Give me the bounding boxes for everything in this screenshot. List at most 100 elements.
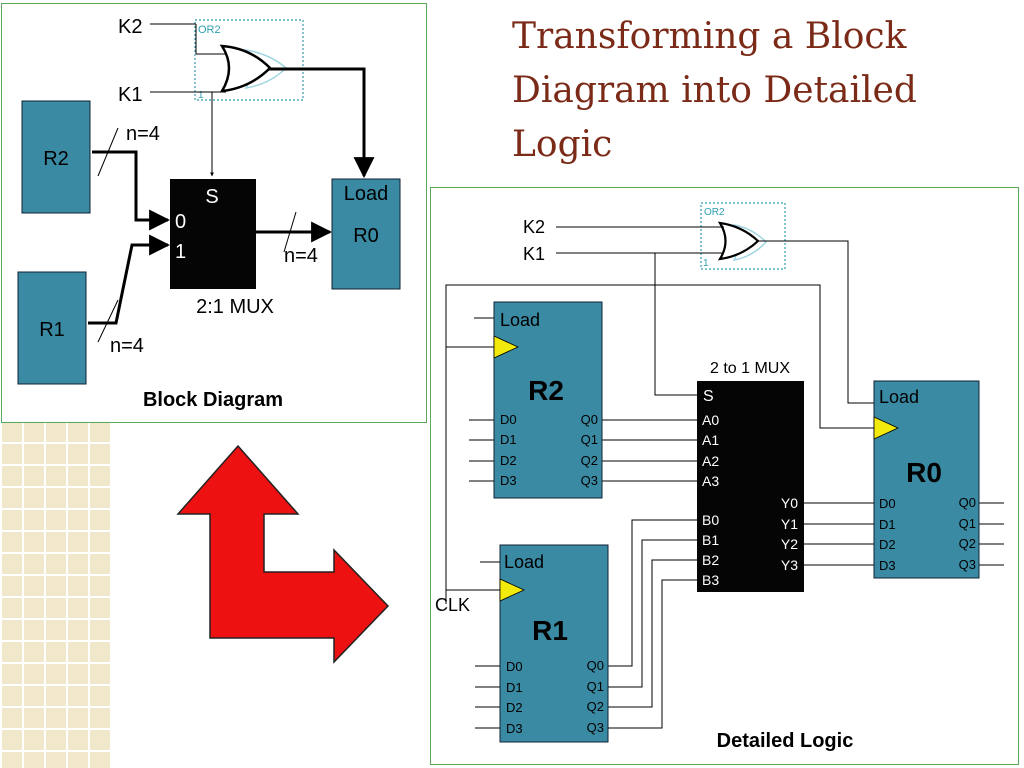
or-gate: OR2 1 xyxy=(194,19,304,101)
or-gate-body xyxy=(219,44,272,93)
detail-register-r1-box xyxy=(499,544,609,743)
r0-d3: D3 xyxy=(879,558,896,573)
detail-register-r1: Load R1 D0 D1 D2 D3 Q0 Q1 Q2 Q3 xyxy=(499,544,609,743)
r2-d1: D1 xyxy=(500,432,517,447)
register-r2-block: R2 xyxy=(21,100,91,214)
detail-wires xyxy=(445,226,1004,729)
detail-register-r2-box xyxy=(493,301,603,499)
r1-bus-slash xyxy=(97,299,119,343)
r1-q0: Q0 xyxy=(587,658,604,673)
mux-b0: B0 xyxy=(702,512,719,528)
detail-or-gate-frame xyxy=(700,202,786,270)
detail-load-wire xyxy=(758,240,874,404)
clock-label: CLK xyxy=(435,595,470,615)
r0-d1: D1 xyxy=(879,517,896,532)
title-line-2: Diagram into Detailed xyxy=(512,70,917,111)
detail-r2-name: R2 xyxy=(528,375,564,406)
block-diagram-caption: Block Diagram xyxy=(143,389,283,411)
r2-d3: D3 xyxy=(500,473,517,488)
out-bus-slash xyxy=(283,211,297,253)
r1-d3: D3 xyxy=(506,721,523,736)
mux-select-label: S xyxy=(205,186,218,208)
r2-q1: Q1 xyxy=(581,432,598,447)
r1-q1-to-b1 xyxy=(608,539,697,688)
mux-input0-label: 0 xyxy=(175,211,186,233)
title-line-3: Logic xyxy=(512,124,613,165)
r2-q0: Q0 xyxy=(581,412,598,427)
mux-input1-label: 1 xyxy=(175,241,186,263)
r2-load-label: Load xyxy=(500,310,540,330)
detail-select-wire xyxy=(654,253,697,396)
r2-d2: D2 xyxy=(500,453,517,468)
detail-r1-name: R1 xyxy=(532,615,568,646)
r1-d2: D2 xyxy=(506,700,523,715)
r0-clock-triangle-icon xyxy=(873,416,899,440)
r1-bus-wire xyxy=(88,234,171,325)
register-r0-block: Load R0 xyxy=(331,178,401,290)
detail-input-k2-label: K2 xyxy=(523,217,545,237)
r0-q3: Q3 xyxy=(959,557,976,572)
mux-y3: Y3 xyxy=(781,557,798,573)
mux-a1: A1 xyxy=(702,432,719,448)
detail-mux-select: S xyxy=(703,388,714,405)
input-k1-label: K1 xyxy=(118,84,142,106)
r2-bus-width: n=4 xyxy=(126,123,160,145)
r1-bus-width: n=4 xyxy=(110,335,144,357)
r1-q1: Q1 xyxy=(587,679,604,694)
or-gate-frame xyxy=(194,19,304,101)
detail-register-r0-box xyxy=(873,380,980,579)
mux-a2: A2 xyxy=(702,453,719,469)
load-wire xyxy=(268,67,375,179)
r0-q0: Q0 xyxy=(959,495,976,510)
register-r0-box xyxy=(331,178,401,290)
mux-box xyxy=(170,179,256,289)
detail-mux-box xyxy=(697,381,804,592)
detail-mux-title: 2 to 1 MUX xyxy=(710,360,790,377)
r2-bus-slash xyxy=(97,127,119,177)
register-r2-label: R2 xyxy=(43,148,69,170)
detail-clock-wire xyxy=(445,284,874,604)
detail-or-gate-pin-label: 1 xyxy=(703,258,709,269)
or-gate-label: OR2 xyxy=(198,24,221,36)
mux-b2: B2 xyxy=(702,552,719,568)
r1-clock-triangle-icon xyxy=(499,578,525,602)
mux-y0: Y0 xyxy=(781,495,798,511)
r1-q2: Q2 xyxy=(587,699,604,714)
register-r2-box xyxy=(21,100,91,214)
r1-load-label: Load xyxy=(504,552,544,572)
register-r1-box xyxy=(17,271,87,385)
r2-bus-wire xyxy=(92,150,171,231)
slide-title: Transforming a Block Diagram into Detail… xyxy=(512,10,1012,172)
detail-or-gate: OR2 1 xyxy=(700,202,786,270)
or-gate-pin-label: 1 xyxy=(198,90,204,101)
r0-load-label: Load xyxy=(879,387,919,407)
decorative-grid-strip xyxy=(0,420,112,768)
register-r0-load-label: Load xyxy=(344,183,389,205)
out-bus-width: n=4 xyxy=(284,245,318,267)
transform-arrow-icon xyxy=(176,444,390,664)
r1-q0-to-b0 xyxy=(608,519,697,667)
detail-or-gate-label: OR2 xyxy=(704,207,725,218)
r1-q3: Q3 xyxy=(587,720,604,735)
input-k2-label: K2 xyxy=(118,16,142,38)
mux-caption: 2:1 MUX xyxy=(196,296,274,318)
r1-d0: D0 xyxy=(506,659,523,674)
register-r1-label: R1 xyxy=(39,319,65,341)
r2-q2: Q2 xyxy=(581,453,598,468)
register-r0-label: R0 xyxy=(353,225,379,247)
mux-b3: B3 xyxy=(702,572,719,588)
detailed-logic-caption: Detailed Logic xyxy=(717,730,854,752)
r0-d0: D0 xyxy=(879,496,896,511)
mux-b1: B1 xyxy=(702,532,719,548)
mux-a3: A3 xyxy=(702,473,719,489)
r1-q2-to-b2 xyxy=(608,559,697,708)
mux-a0: A0 xyxy=(702,412,719,428)
r0-q2: Q2 xyxy=(959,536,976,551)
r0-d2: D2 xyxy=(879,537,896,552)
detail-or-gate-body xyxy=(717,221,760,261)
r2-clock-triangle-icon xyxy=(493,335,519,359)
detail-register-r2: Load R2 D0 D1 D2 D3 Q0 Q1 Q2 Q3 xyxy=(493,301,603,499)
block-wires xyxy=(88,23,375,343)
detailed-logic: K2 K1 OR2 1 xyxy=(435,202,1004,752)
